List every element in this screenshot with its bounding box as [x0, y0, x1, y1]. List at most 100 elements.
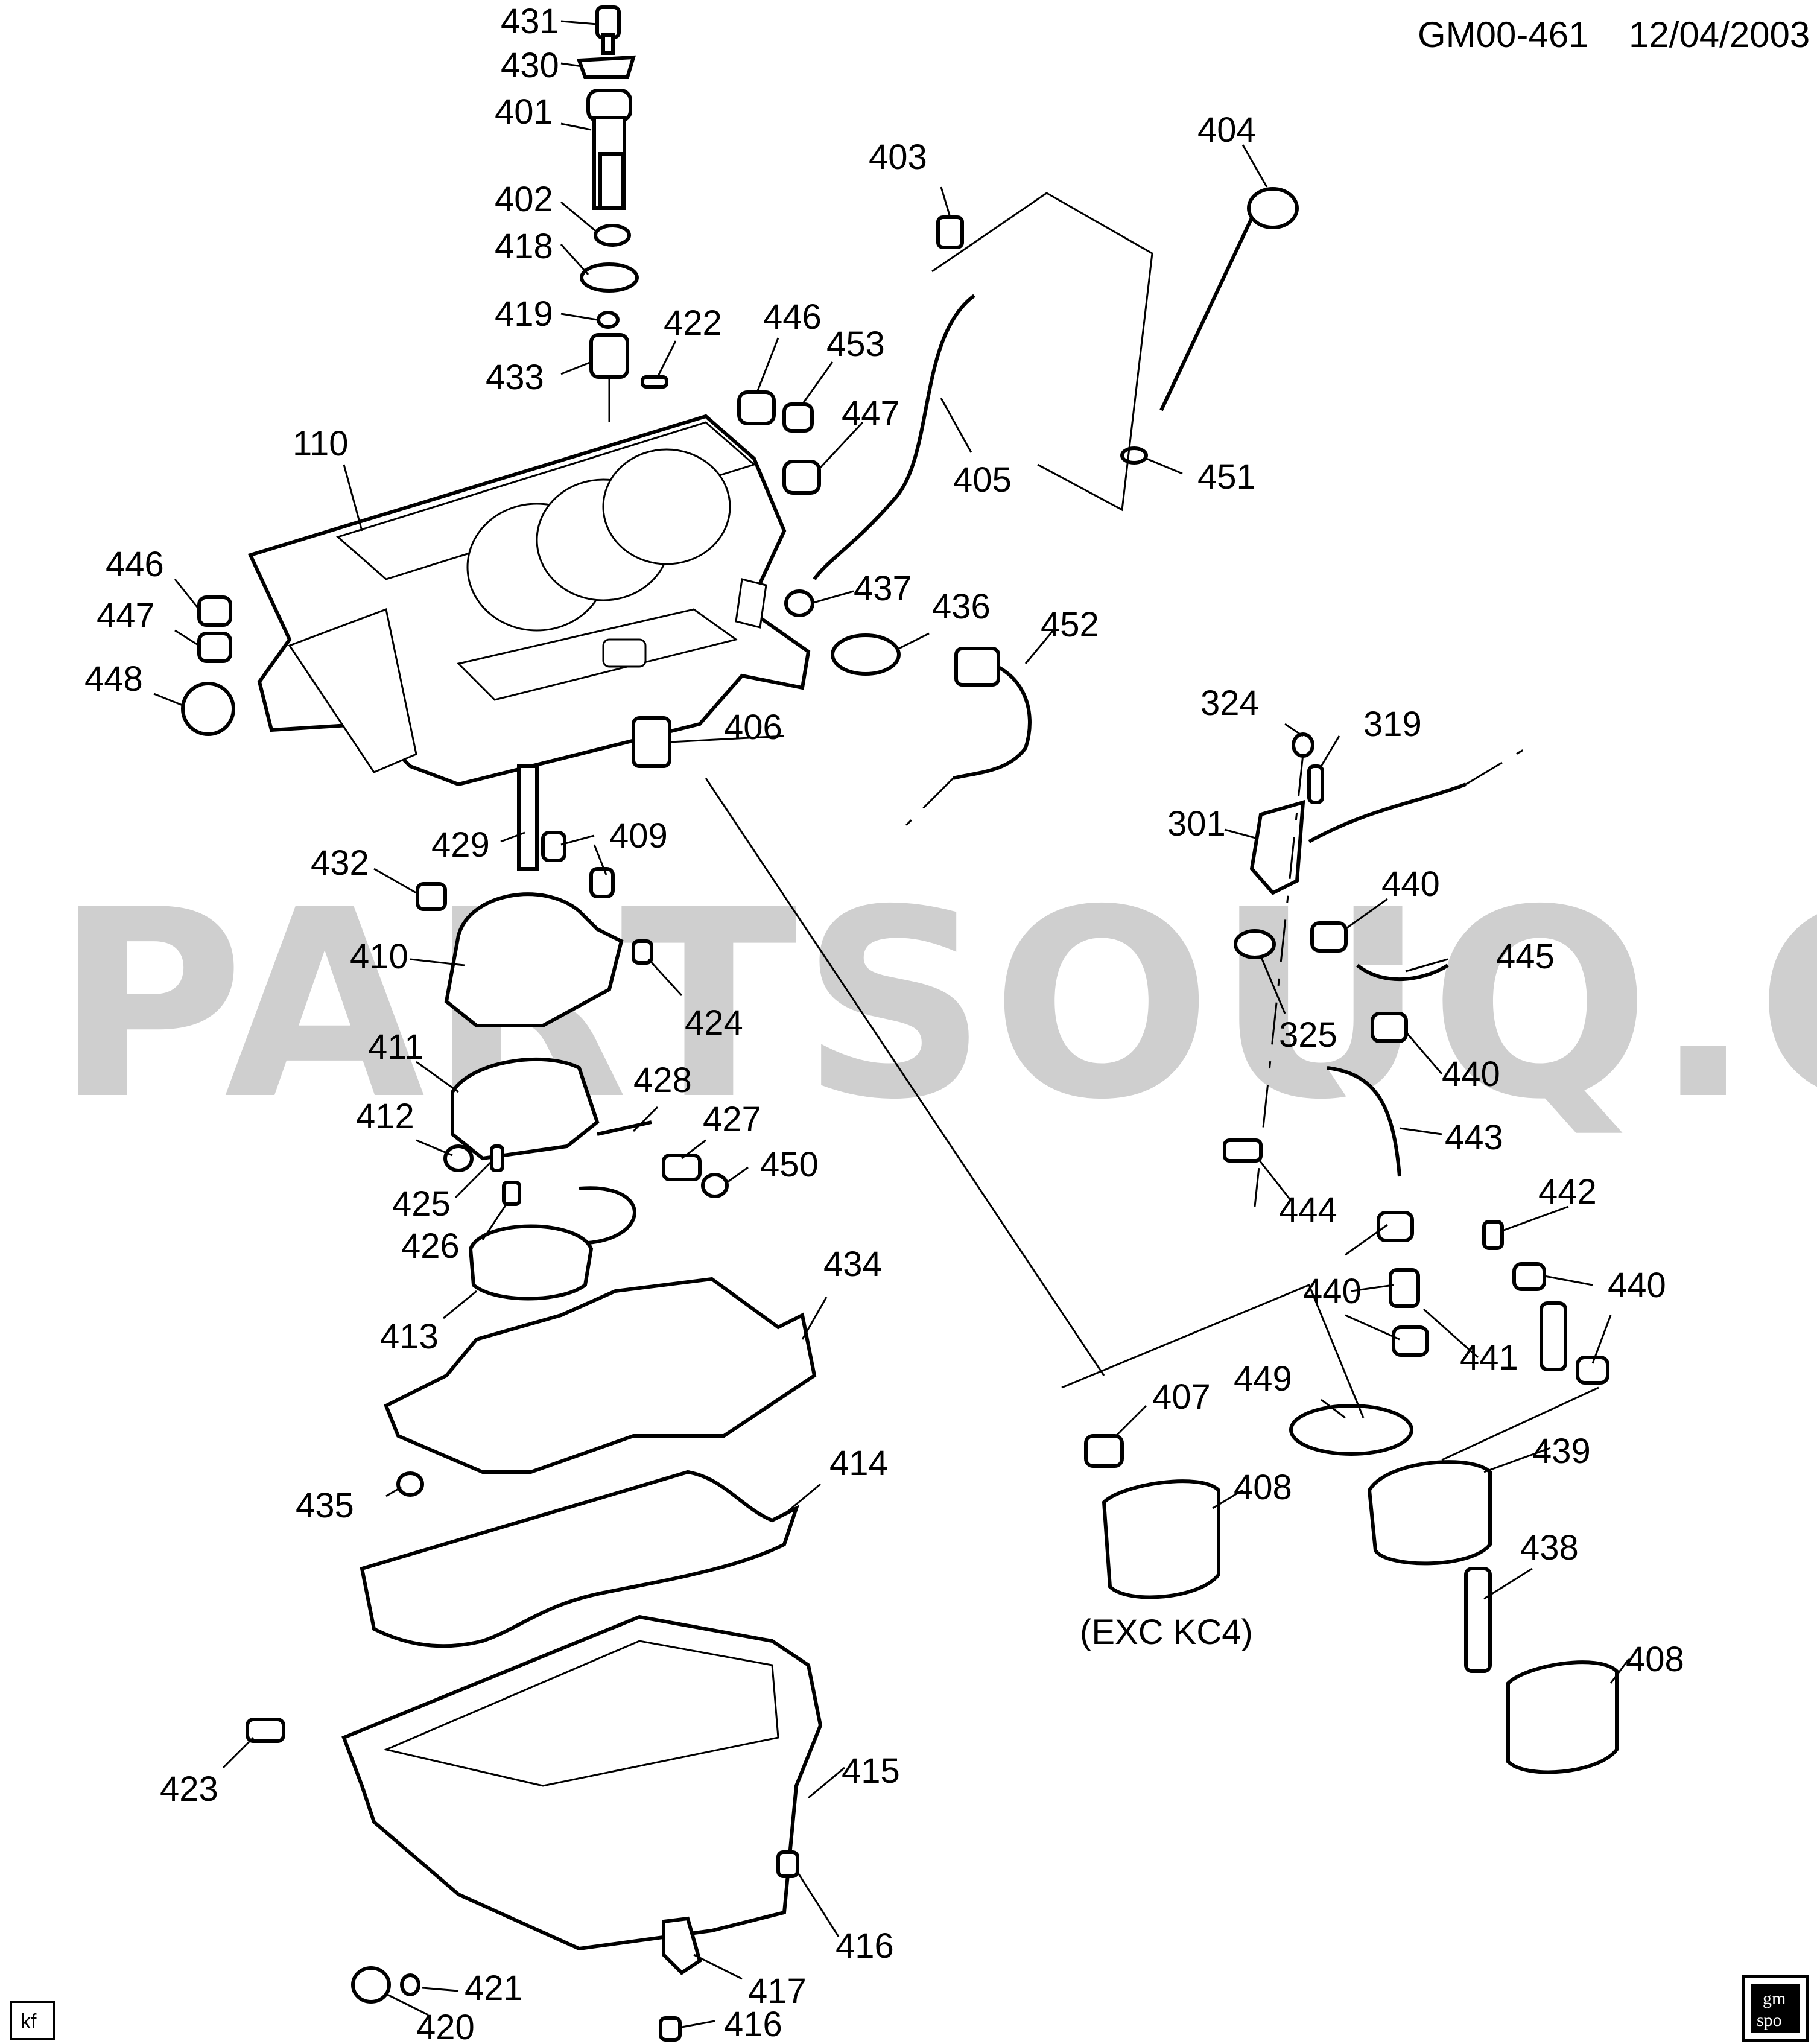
callout-424: 424	[685, 1003, 743, 1043]
washer-421	[400, 1973, 420, 1996]
callout-436: 436	[932, 587, 991, 626]
callout-402: 402	[495, 180, 553, 219]
plug-412	[443, 1144, 474, 1172]
plug-453	[782, 402, 814, 433]
callout-416-a: 416	[836, 1926, 894, 1966]
callout-408-b: 408	[1626, 1640, 1684, 1679]
callout-440-c: 440	[1303, 1272, 1362, 1311]
callout-437: 437	[854, 569, 912, 608]
callout-448: 448	[84, 659, 143, 699]
drain-plug-420	[351, 1966, 391, 2004]
plug-447-left	[197, 632, 232, 663]
bolt-423	[246, 1718, 285, 1743]
fitting-440e	[1512, 1262, 1546, 1291]
pump-cover-411	[451, 1057, 600, 1161]
callout-434: 434	[823, 1245, 882, 1284]
callout-442: 442	[1538, 1172, 1597, 1211]
callout-438: 438	[1520, 1528, 1579, 1567]
adapter-301	[1249, 799, 1305, 895]
callout-453: 453	[826, 325, 885, 364]
callout-433: 433	[486, 358, 544, 397]
callout-439: 439	[1532, 1432, 1591, 1471]
callout-443: 443	[1445, 1118, 1503, 1157]
bolt-319	[1307, 764, 1324, 804]
callout-418: 418	[495, 227, 553, 266]
tube-441	[1389, 1268, 1420, 1308]
plug-432	[416, 882, 447, 911]
callout-416-b: 416	[724, 2005, 782, 2044]
bolt-444	[1223, 1138, 1263, 1163]
callout-452: 452	[1041, 605, 1099, 644]
callout-407: 407	[1152, 1377, 1211, 1417]
centerline-filter	[705, 778, 1105, 1376]
diagram-code: GM00-461	[1418, 14, 1588, 55]
screen-413	[468, 1224, 594, 1301]
callout-415: 415	[842, 1751, 900, 1791]
bolt-424	[632, 939, 653, 965]
bolt-435	[396, 1471, 424, 1497]
callout-414: 414	[829, 1444, 888, 1483]
plug-447-right	[782, 460, 821, 495]
dipstick-404	[1159, 204, 1260, 411]
fitting-440b	[1371, 1012, 1408, 1043]
bolt-403	[936, 215, 964, 249]
callout-449: 449	[1234, 1359, 1292, 1398]
plug-446-right	[737, 390, 776, 425]
plug-446-left	[197, 595, 232, 627]
fitting-407	[1084, 1434, 1124, 1468]
callout-430: 430	[501, 46, 559, 85]
bracket-417	[662, 1916, 702, 1975]
dowel-409a	[541, 831, 566, 862]
valve-427	[662, 1154, 702, 1181]
seal-437	[784, 589, 814, 617]
callout-417: 417	[748, 1972, 807, 2011]
callout-444: 444	[1279, 1190, 1337, 1230]
baffle-434	[384, 1277, 817, 1474]
note-exc-kc4: (EXC KC4)	[1080, 1613, 1253, 1652]
callout-405: 405	[953, 460, 1012, 500]
callout-406: 406	[724, 708, 782, 747]
hose-443	[1327, 1066, 1401, 1177]
oring-451	[1120, 446, 1148, 465]
pin-425	[490, 1144, 504, 1172]
harness-452	[953, 656, 1032, 780]
fitting-440f	[1576, 1356, 1609, 1385]
hose-301	[1308, 782, 1467, 843]
callout-440-d: 440	[1608, 1266, 1666, 1305]
callout-110: 110	[293, 424, 348, 463]
pump-410	[444, 892, 624, 1027]
callout-431: 431	[501, 2, 559, 41]
callout-451: 451	[1197, 457, 1256, 497]
callout-426: 426	[401, 1227, 460, 1266]
callout-446-left: 446	[106, 545, 164, 584]
callout-421: 421	[465, 1969, 523, 2008]
bolt-416a	[776, 1850, 799, 1878]
fitting-440d	[1392, 1325, 1429, 1357]
callout-447-top: 447	[842, 394, 900, 433]
filter-adapter-406	[632, 716, 671, 768]
callout-428: 428	[633, 1061, 692, 1100]
dowel-409b	[589, 867, 615, 898]
bolt-416b	[659, 2016, 682, 2042]
callout-403: 403	[869, 138, 927, 177]
plug-450	[701, 1173, 729, 1198]
engine-block	[247, 414, 811, 787]
gasket-414	[360, 1470, 800, 1648]
logo-spo: spo	[1757, 2010, 1782, 2030]
seal-448	[181, 682, 235, 736]
callout-409: 409	[609, 816, 668, 855]
callout-412: 412	[356, 1097, 414, 1136]
adapter-439	[1367, 1460, 1492, 1566]
callout-419: 419	[495, 294, 553, 334]
callout-411: 411	[368, 1027, 423, 1067]
logo-gm: gm	[1763, 1988, 1786, 2008]
callout-447-left: 447	[97, 596, 155, 635]
sensor-436	[831, 633, 901, 676]
fitting-440c	[1377, 1211, 1414, 1242]
drive-stack	[576, 5, 668, 422]
callout-422: 422	[664, 303, 722, 343]
callout-413: 413	[380, 1317, 439, 1356]
tube-441b	[1540, 1301, 1567, 1371]
callout-440-a: 440	[1381, 865, 1440, 904]
callout-423: 423	[160, 1769, 218, 1809]
